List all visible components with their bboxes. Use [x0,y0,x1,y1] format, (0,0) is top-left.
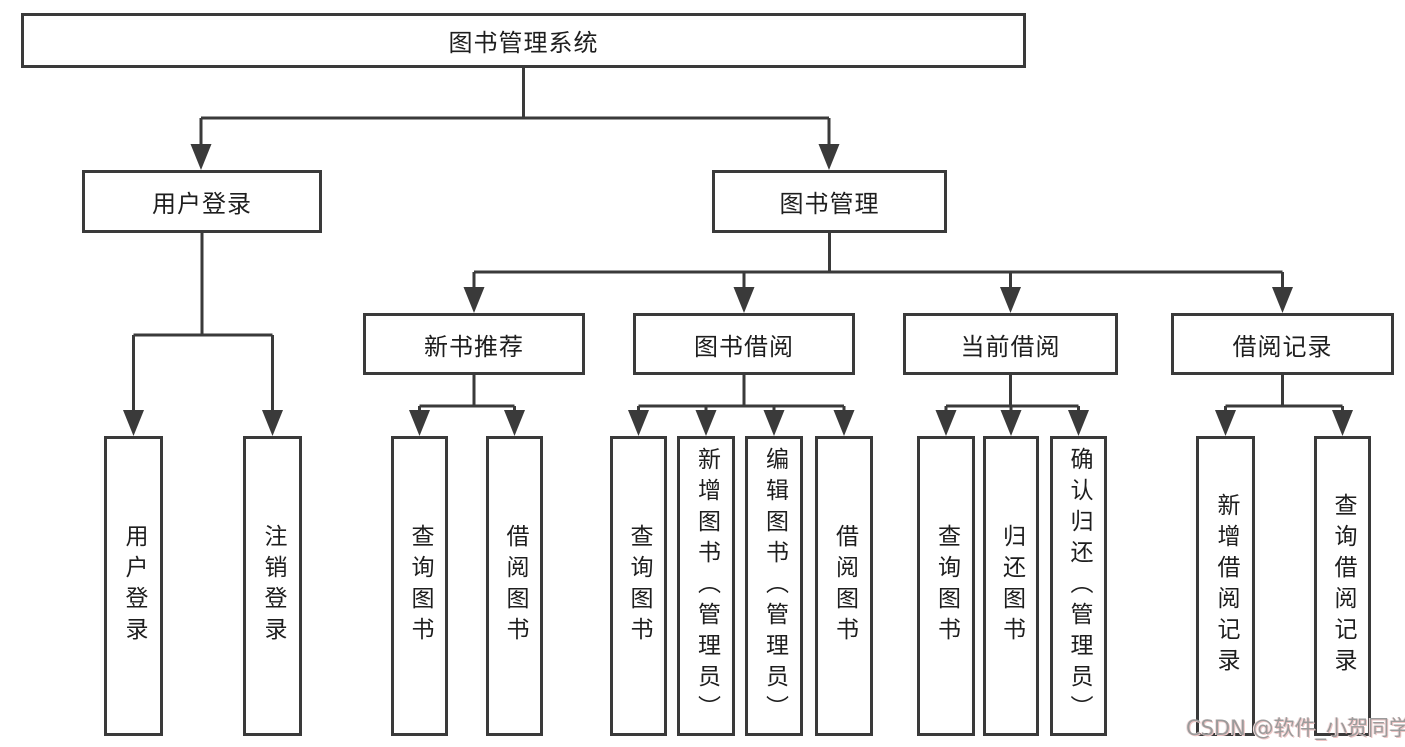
node-current-borrow-label: 当前借阅 [960,332,1061,361]
node-borrow-records: 借阅记录 [1171,313,1394,375]
csdn-watermark: CSDN @软件_小贺同学 [1186,716,1405,740]
node-book-borrow: 图书借阅 [633,313,855,375]
leaf-add-book-label: 新增图书（管理员） [693,446,720,726]
leaf-query-book-2-label: 查询图书 [626,524,652,648]
leaf-add-record: 新增借阅记录 [1196,436,1255,736]
node-book-mgmt-label: 图书管理 [779,190,880,218]
leaf-borrow-book-1: 借阅图书 [486,436,543,736]
leaf-query-book-2: 查询图书 [610,436,667,736]
leaf-confirm-return: 确认归还（管理员） [1050,436,1107,736]
node-user-login: 用户登录 [82,170,322,233]
node-new-book-rec-label: 新书推荐 [424,332,524,361]
leaf-query-record-label: 查询借阅记录 [1330,493,1356,679]
leaf-borrow-book-1-label: 借阅图书 [502,524,528,648]
node-borrow-records-label: 借阅记录 [1232,332,1333,361]
leaf-borrow-book-2-label: 借阅图书 [831,524,858,648]
node-new-book-rec: 新书推荐 [363,313,585,375]
leaf-logout: 注销登录 [243,436,302,736]
node-book-borrow-label: 图书借阅 [694,332,794,361]
node-book-mgmt: 图书管理 [712,170,947,233]
node-root-label: 图书管理系统 [448,29,599,57]
leaf-add-book: 新增图书（管理员） [677,436,735,736]
leaf-query-book-1-label: 查询图书 [407,524,433,648]
leaf-user-login-label: 用户登录 [121,524,147,648]
leaf-user-login: 用户登录 [104,436,163,736]
leaf-add-record-label: 新增借阅记录 [1213,493,1239,679]
leaf-edit-book: 编辑图书（管理员） [745,436,803,736]
leaf-query-record: 查询借阅记录 [1314,436,1371,736]
leaf-borrow-book-2: 借阅图书 [815,436,873,736]
leaf-return-book: 归还图书 [983,436,1039,736]
leaf-query-book-3-label: 查询图书 [933,524,960,648]
leaf-edit-book-label: 编辑图书（管理员） [761,446,788,726]
node-root: 图书管理系统 [21,13,1026,68]
leaf-query-book-3: 查询图书 [917,436,975,736]
node-user-login-label: 用户登录 [152,190,252,218]
node-current-borrow: 当前借阅 [903,313,1118,375]
leaf-confirm-return-label: 确认归还（管理员） [1066,446,1092,726]
leaf-return-book-label: 归还图书 [998,524,1025,648]
leaf-logout-label: 注销登录 [260,524,286,648]
leaf-query-book-1: 查询图书 [391,436,448,736]
